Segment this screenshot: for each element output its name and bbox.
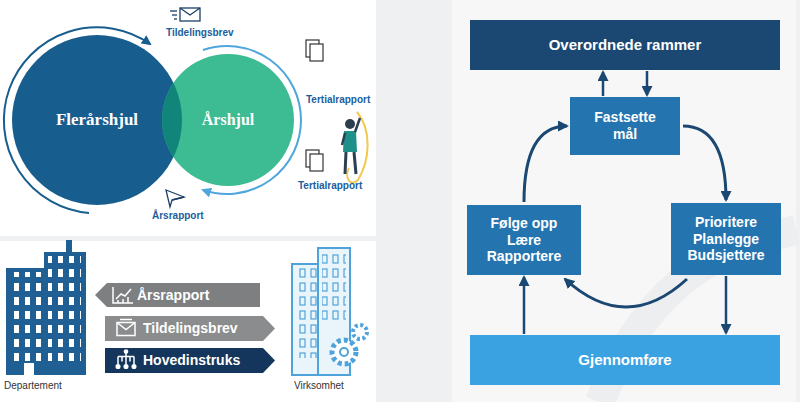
flow-arrow bbox=[565, 279, 687, 307]
flow-arrow bbox=[523, 277, 526, 334]
wheel-circle: Flerårshjul bbox=[12, 35, 182, 205]
mail-icon bbox=[117, 320, 135, 336]
flow-arrow bbox=[646, 71, 649, 95]
paper-plane-icon bbox=[166, 190, 184, 207]
panel bbox=[0, 241, 376, 402]
envelope-icon bbox=[170, 8, 200, 21]
node-text: Årshjul bbox=[202, 110, 254, 129]
process-box: Følge opp Lære Rapportere bbox=[467, 205, 581, 275]
node-text: Årsrapport bbox=[137, 287, 209, 304]
process-box: Fastsette mål bbox=[570, 97, 680, 155]
node-text: Flerårshjul bbox=[56, 110, 138, 130]
banner-shape bbox=[95, 283, 260, 307]
text-group: Fastsette mål bbox=[584, 109, 666, 143]
flow-arrow bbox=[725, 276, 728, 333]
text-group: Tildelingsbrev bbox=[143, 320, 238, 337]
building bbox=[292, 248, 367, 375]
flow-arrow bbox=[524, 126, 567, 202]
node-text: Følge opp Lære Rapportere bbox=[475, 215, 573, 265]
banner-shape bbox=[105, 316, 275, 341]
process-box: Prioritere Planlegge Budsjettere bbox=[671, 203, 781, 275]
frame-band: Overordnede rammer bbox=[470, 20, 780, 70]
node-text: Fastsette mål bbox=[584, 109, 666, 143]
document-banner: Årsrapport bbox=[95, 283, 260, 307]
building-label: Departement bbox=[4, 380, 62, 391]
text-group: Hovedinstruks bbox=[143, 352, 240, 369]
frame-band: Gjennomføre bbox=[470, 335, 780, 385]
text-group: Årshjul bbox=[202, 110, 254, 129]
panel bbox=[0, 0, 376, 236]
building bbox=[6, 240, 86, 375]
text-group: Gjennomføre bbox=[578, 351, 671, 369]
chart-icon bbox=[113, 287, 133, 303]
node-text: Overordnede rammer bbox=[549, 36, 702, 54]
node-text: Hovedinstruks bbox=[143, 352, 240, 369]
node-text: Gjennomføre bbox=[578, 351, 671, 369]
flow-arrow bbox=[683, 126, 726, 200]
node-text: Prioritere Planlegge Budsjettere bbox=[679, 214, 773, 264]
text-group: Følge opp Lære Rapportere bbox=[475, 215, 573, 265]
document-label: Årsrapport bbox=[152, 210, 204, 221]
node-text: Tildelingsbrev bbox=[143, 320, 238, 337]
flow-arrow bbox=[602, 72, 605, 96]
document-icon bbox=[306, 40, 323, 61]
text-group: Årsrapport bbox=[137, 287, 209, 304]
text-group: Overordnede rammer bbox=[549, 36, 702, 54]
panel bbox=[452, 0, 796, 402]
document-label: Tildelingsbrev bbox=[166, 27, 234, 38]
wheel-circle: Årshjul bbox=[162, 54, 294, 186]
document-icon bbox=[306, 150, 323, 171]
building-label: Virksomhet bbox=[294, 380, 344, 391]
text-group: Prioritere Planlegge Budsjettere bbox=[679, 214, 773, 264]
circle-shape bbox=[12, 35, 182, 205]
document-banner: Hovedinstruks bbox=[105, 348, 275, 373]
text-group: Flerårshjul bbox=[56, 110, 138, 130]
document-label: Tertialrapport bbox=[306, 94, 370, 105]
overlap-lens bbox=[12, 35, 182, 205]
person-figure bbox=[342, 112, 368, 183]
crown-icon bbox=[116, 350, 136, 368]
document-label: Tertialrapport bbox=[298, 180, 362, 191]
banner-shape bbox=[105, 348, 275, 373]
document-banner: Tildelingsbrev bbox=[105, 316, 275, 341]
